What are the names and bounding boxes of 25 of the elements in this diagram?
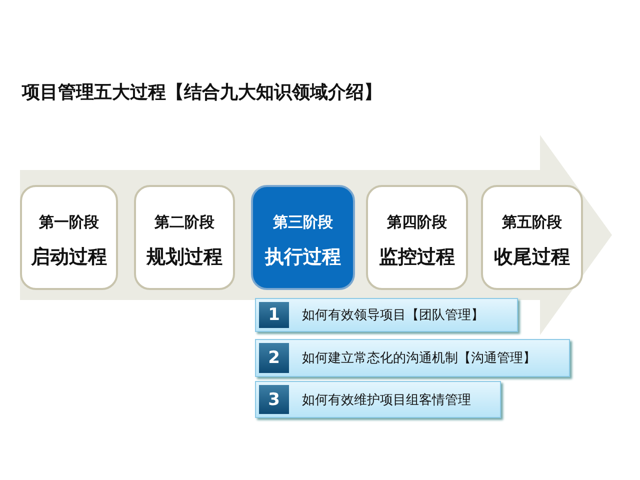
stage-label: 第五阶段 bbox=[501, 213, 563, 232]
stage-name: 规划过程 bbox=[145, 245, 224, 270]
item-number: 2 bbox=[259, 343, 289, 373]
title: 项目管理五大过程【结合九大知识领域介绍】 bbox=[22, 81, 382, 104]
item-number: 1 bbox=[259, 302, 289, 328]
stage-label: 第四阶段 bbox=[386, 213, 448, 232]
stage-card bbox=[481, 185, 583, 290]
stage-card bbox=[134, 185, 235, 290]
item-text: 如何有效维护项目组客情管理 bbox=[302, 392, 471, 410]
stage-label: 第二阶段 bbox=[154, 213, 216, 232]
list-item-bar bbox=[255, 381, 501, 418]
item-text: 如何建立常态化的沟通机制【沟通管理】 bbox=[302, 350, 536, 368]
stage-name: 收尾过程 bbox=[493, 245, 571, 270]
item-text: 如何有效领导项目【团队管理】 bbox=[302, 307, 484, 325]
stage-label: 第一阶段 bbox=[38, 213, 100, 232]
stage-name: 监控过程 bbox=[378, 245, 456, 270]
stage-card bbox=[251, 185, 355, 290]
list-item-bar bbox=[255, 339, 570, 377]
stage-card bbox=[366, 185, 468, 290]
list-item-bar bbox=[255, 298, 518, 332]
stage-label: 第三阶段 bbox=[272, 213, 334, 232]
item-number: 3 bbox=[259, 385, 289, 414]
stage-card bbox=[20, 185, 118, 290]
stage-name: 执行过程 bbox=[264, 245, 342, 270]
stage-name: 启动过程 bbox=[30, 245, 108, 270]
